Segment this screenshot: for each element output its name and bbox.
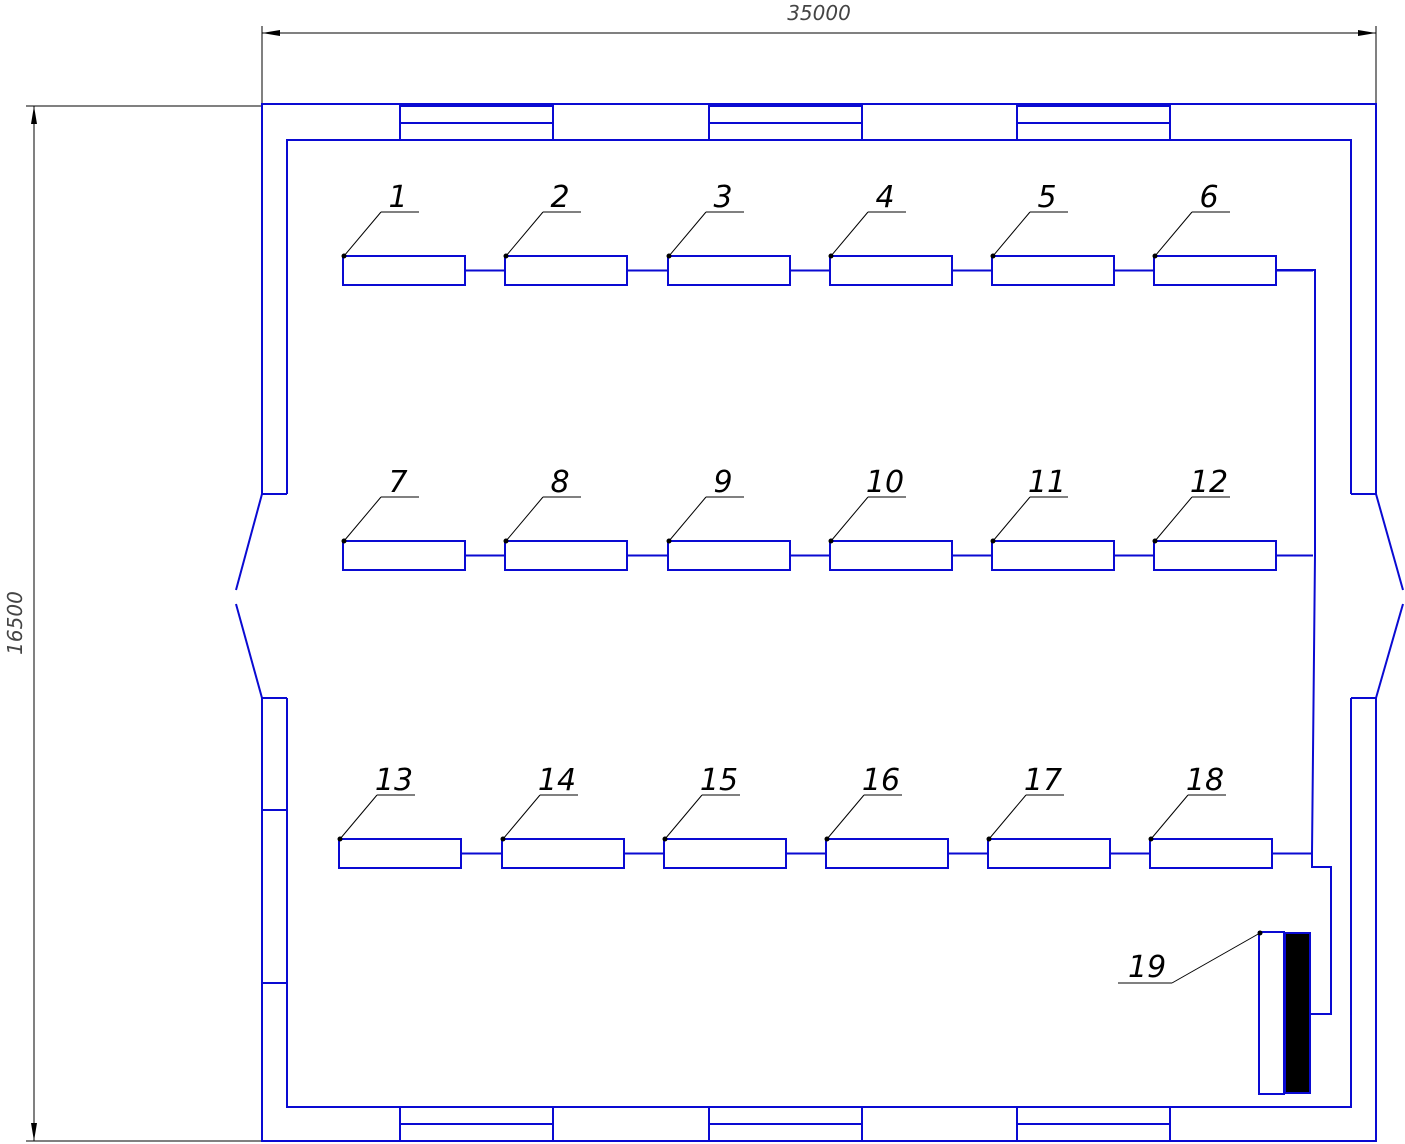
unit-label: 17 bbox=[1024, 763, 1062, 798]
unit-label: 10 bbox=[866, 465, 904, 500]
equipment-unit: 11 bbox=[990, 465, 1154, 571]
equipment-unit: 5 bbox=[990, 180, 1154, 286]
unit-body bbox=[667, 540, 791, 571]
leader-line bbox=[664, 794, 703, 840]
leader-line bbox=[668, 211, 707, 257]
leader-line bbox=[1154, 211, 1193, 257]
equipment-unit: 4 bbox=[828, 180, 992, 286]
equipment-unit: 14 bbox=[500, 763, 664, 869]
cabinet-label: 19 bbox=[1128, 950, 1166, 985]
left-gate bbox=[235, 493, 263, 699]
right-gate bbox=[1375, 493, 1404, 699]
unit-label: 11 bbox=[1028, 465, 1066, 500]
leader-line bbox=[343, 211, 382, 257]
unit-label: 6 bbox=[1199, 180, 1218, 215]
unit-label: 9 bbox=[713, 465, 732, 500]
equipment-unit: 17 bbox=[986, 763, 1150, 869]
unit-body bbox=[991, 255, 1115, 286]
leader-line bbox=[343, 496, 382, 542]
equipment-unit: 13 bbox=[337, 763, 502, 869]
equipment-unit: 8 bbox=[503, 465, 668, 571]
width-dimension: 35000 bbox=[261, 1, 1377, 106]
unit-label: 18 bbox=[1186, 763, 1224, 798]
unit-body bbox=[1153, 540, 1277, 571]
building-walls bbox=[261, 103, 1377, 1142]
equipment-unit: 2 bbox=[503, 180, 668, 286]
window bbox=[708, 105, 863, 124]
unit-label: 2 bbox=[550, 180, 569, 215]
unit-body bbox=[342, 255, 466, 286]
unit-label: 16 bbox=[862, 763, 900, 798]
unit-label: 12 bbox=[1190, 465, 1228, 500]
equipment-unit: 9 bbox=[666, 465, 830, 571]
cabinet-panel bbox=[1284, 932, 1311, 1094]
unit-body bbox=[504, 255, 628, 286]
unit-body bbox=[829, 255, 953, 286]
equipment-unit: 18 bbox=[1148, 763, 1313, 869]
leader-line bbox=[992, 496, 1031, 542]
leader-line bbox=[505, 211, 544, 257]
leader-line bbox=[826, 794, 865, 840]
window bbox=[399, 1123, 554, 1142]
equipment-unit: 7 bbox=[341, 465, 505, 571]
unit-body bbox=[829, 540, 953, 571]
unit-label: 13 bbox=[375, 763, 413, 798]
leader-line bbox=[830, 211, 869, 257]
unit-label: 5 bbox=[1037, 180, 1056, 215]
equipment-unit: 1 bbox=[341, 180, 505, 286]
leader-line bbox=[505, 496, 544, 542]
width-dimension-label: 35000 bbox=[787, 1, 851, 25]
window bbox=[1016, 105, 1171, 124]
unit-body bbox=[667, 255, 791, 286]
unit-label: 1 bbox=[388, 180, 407, 215]
unit-body bbox=[825, 838, 949, 869]
bottom-windows bbox=[399, 1107, 1171, 1142]
unit-body bbox=[342, 540, 466, 571]
leader-line bbox=[502, 794, 541, 840]
leader-line bbox=[992, 211, 1031, 257]
unit-label: 8 bbox=[550, 465, 569, 500]
unit-label: 3 bbox=[713, 180, 732, 215]
equipment-unit: 15 bbox=[662, 763, 826, 869]
equipment-unit: 10 bbox=[828, 465, 992, 571]
equipment-unit: 3 bbox=[666, 180, 830, 286]
unit-body bbox=[991, 540, 1115, 571]
feeder-line bbox=[1276, 269, 1332, 1015]
top-windows bbox=[399, 105, 1171, 140]
leader-line bbox=[988, 794, 1027, 840]
leader-line bbox=[339, 794, 378, 840]
leader-line bbox=[830, 496, 869, 542]
unit-label: 14 bbox=[538, 763, 576, 798]
equipment-unit: 16 bbox=[824, 763, 988, 869]
window bbox=[399, 105, 554, 124]
leader-line bbox=[668, 496, 707, 542]
unit-body bbox=[504, 540, 628, 571]
equipment-unit: 12 bbox=[1152, 465, 1313, 571]
cabinet-body bbox=[1258, 931, 1285, 1095]
unit-body bbox=[1149, 838, 1273, 869]
unit-body bbox=[338, 838, 462, 869]
unit-label: 4 bbox=[875, 180, 894, 215]
equipment-unit: 6 bbox=[1152, 180, 1313, 286]
height-dimension: 16500 bbox=[3, 105, 262, 1142]
unit-body bbox=[987, 838, 1111, 869]
unit-body bbox=[663, 838, 787, 869]
window bbox=[1016, 1123, 1171, 1142]
unit-body bbox=[1153, 255, 1277, 286]
height-dimension-label: 16500 bbox=[3, 591, 27, 655]
unit-label: 7 bbox=[388, 465, 407, 500]
control-cabinet: 19 bbox=[1118, 930, 1311, 1095]
leader-line bbox=[1150, 794, 1189, 840]
unit-label: 15 bbox=[700, 763, 738, 798]
leader-line bbox=[1154, 496, 1193, 542]
window bbox=[708, 1123, 863, 1142]
unit-body bbox=[501, 838, 625, 869]
